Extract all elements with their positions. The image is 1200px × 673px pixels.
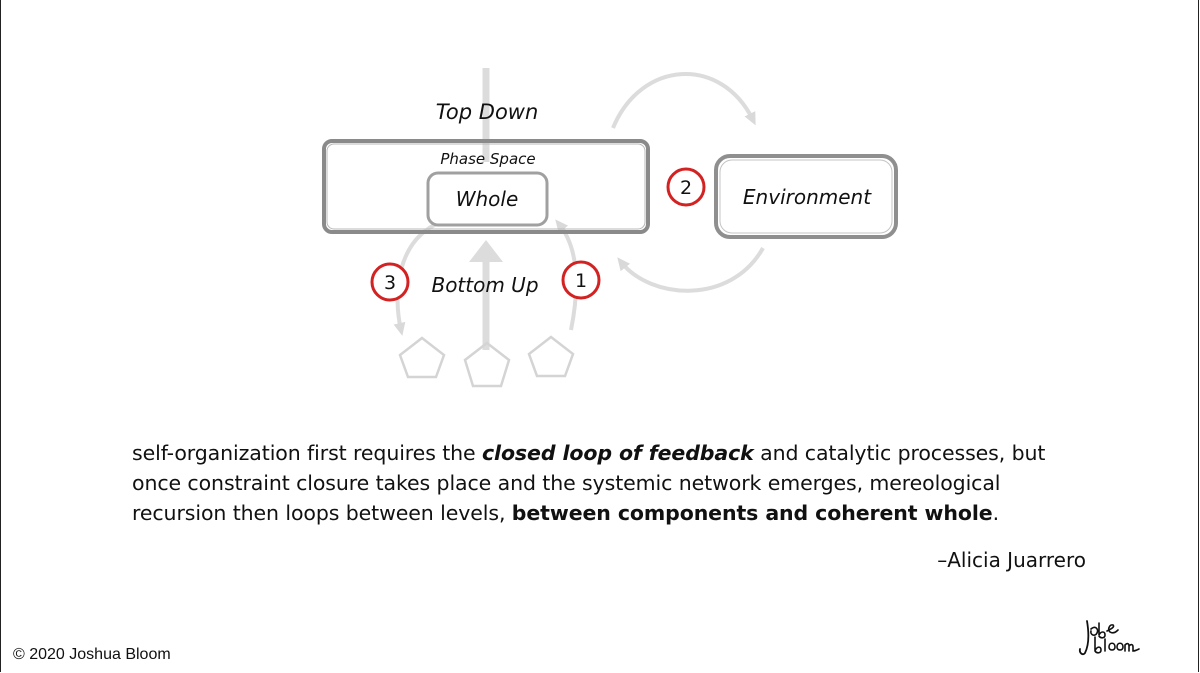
- quote-emphasis-closed-loop: closed loop of feedback: [481, 441, 754, 465]
- arrow-to-environment: [611, 72, 756, 129]
- diagram: Top Down Phase Space Whole Environment B…: [322, 68, 898, 388]
- whole-label: Whole: [456, 187, 519, 211]
- environment-label: Environment: [743, 185, 872, 209]
- top-down-label: Top Down: [436, 100, 539, 124]
- component-pentagon-left: [398, 336, 446, 379]
- component-pentagon-center: [463, 341, 511, 388]
- quote-part-2: and catalytic processes, but once constr…: [132, 441, 1046, 525]
- quote-part-3: .: [992, 501, 1000, 525]
- bottom-up-arrow: [469, 240, 503, 350]
- marker-2: 2: [666, 167, 706, 207]
- quote-part-1: self-organization first requires the: [132, 441, 482, 465]
- quote-attribution: –Alicia Juarrero: [937, 548, 1086, 572]
- bottom-up-label: Bottom Up: [431, 273, 538, 297]
- marker-1-label: 1: [575, 270, 587, 292]
- component-pentagon-right: [527, 335, 575, 378]
- signature-logo: [1078, 620, 1140, 656]
- phase-space-box: [322, 139, 650, 234]
- quote-emphasis-components: between components and coherent whole: [511, 501, 993, 525]
- marker-3: 3: [370, 262, 410, 302]
- marker-3-label: 3: [384, 272, 396, 294]
- phase-space-label: Phase Space: [440, 150, 535, 168]
- quote-text: self-organization first requires the clo…: [132, 438, 1097, 528]
- marker-1: 1: [561, 260, 601, 300]
- copyright-notice: © 2020 Joshua Bloom: [13, 646, 171, 663]
- environment-box: [714, 154, 898, 239]
- arrow-from-environment: [617, 247, 765, 293]
- marker-2-label: 2: [680, 177, 692, 199]
- whole-box: [426, 171, 549, 227]
